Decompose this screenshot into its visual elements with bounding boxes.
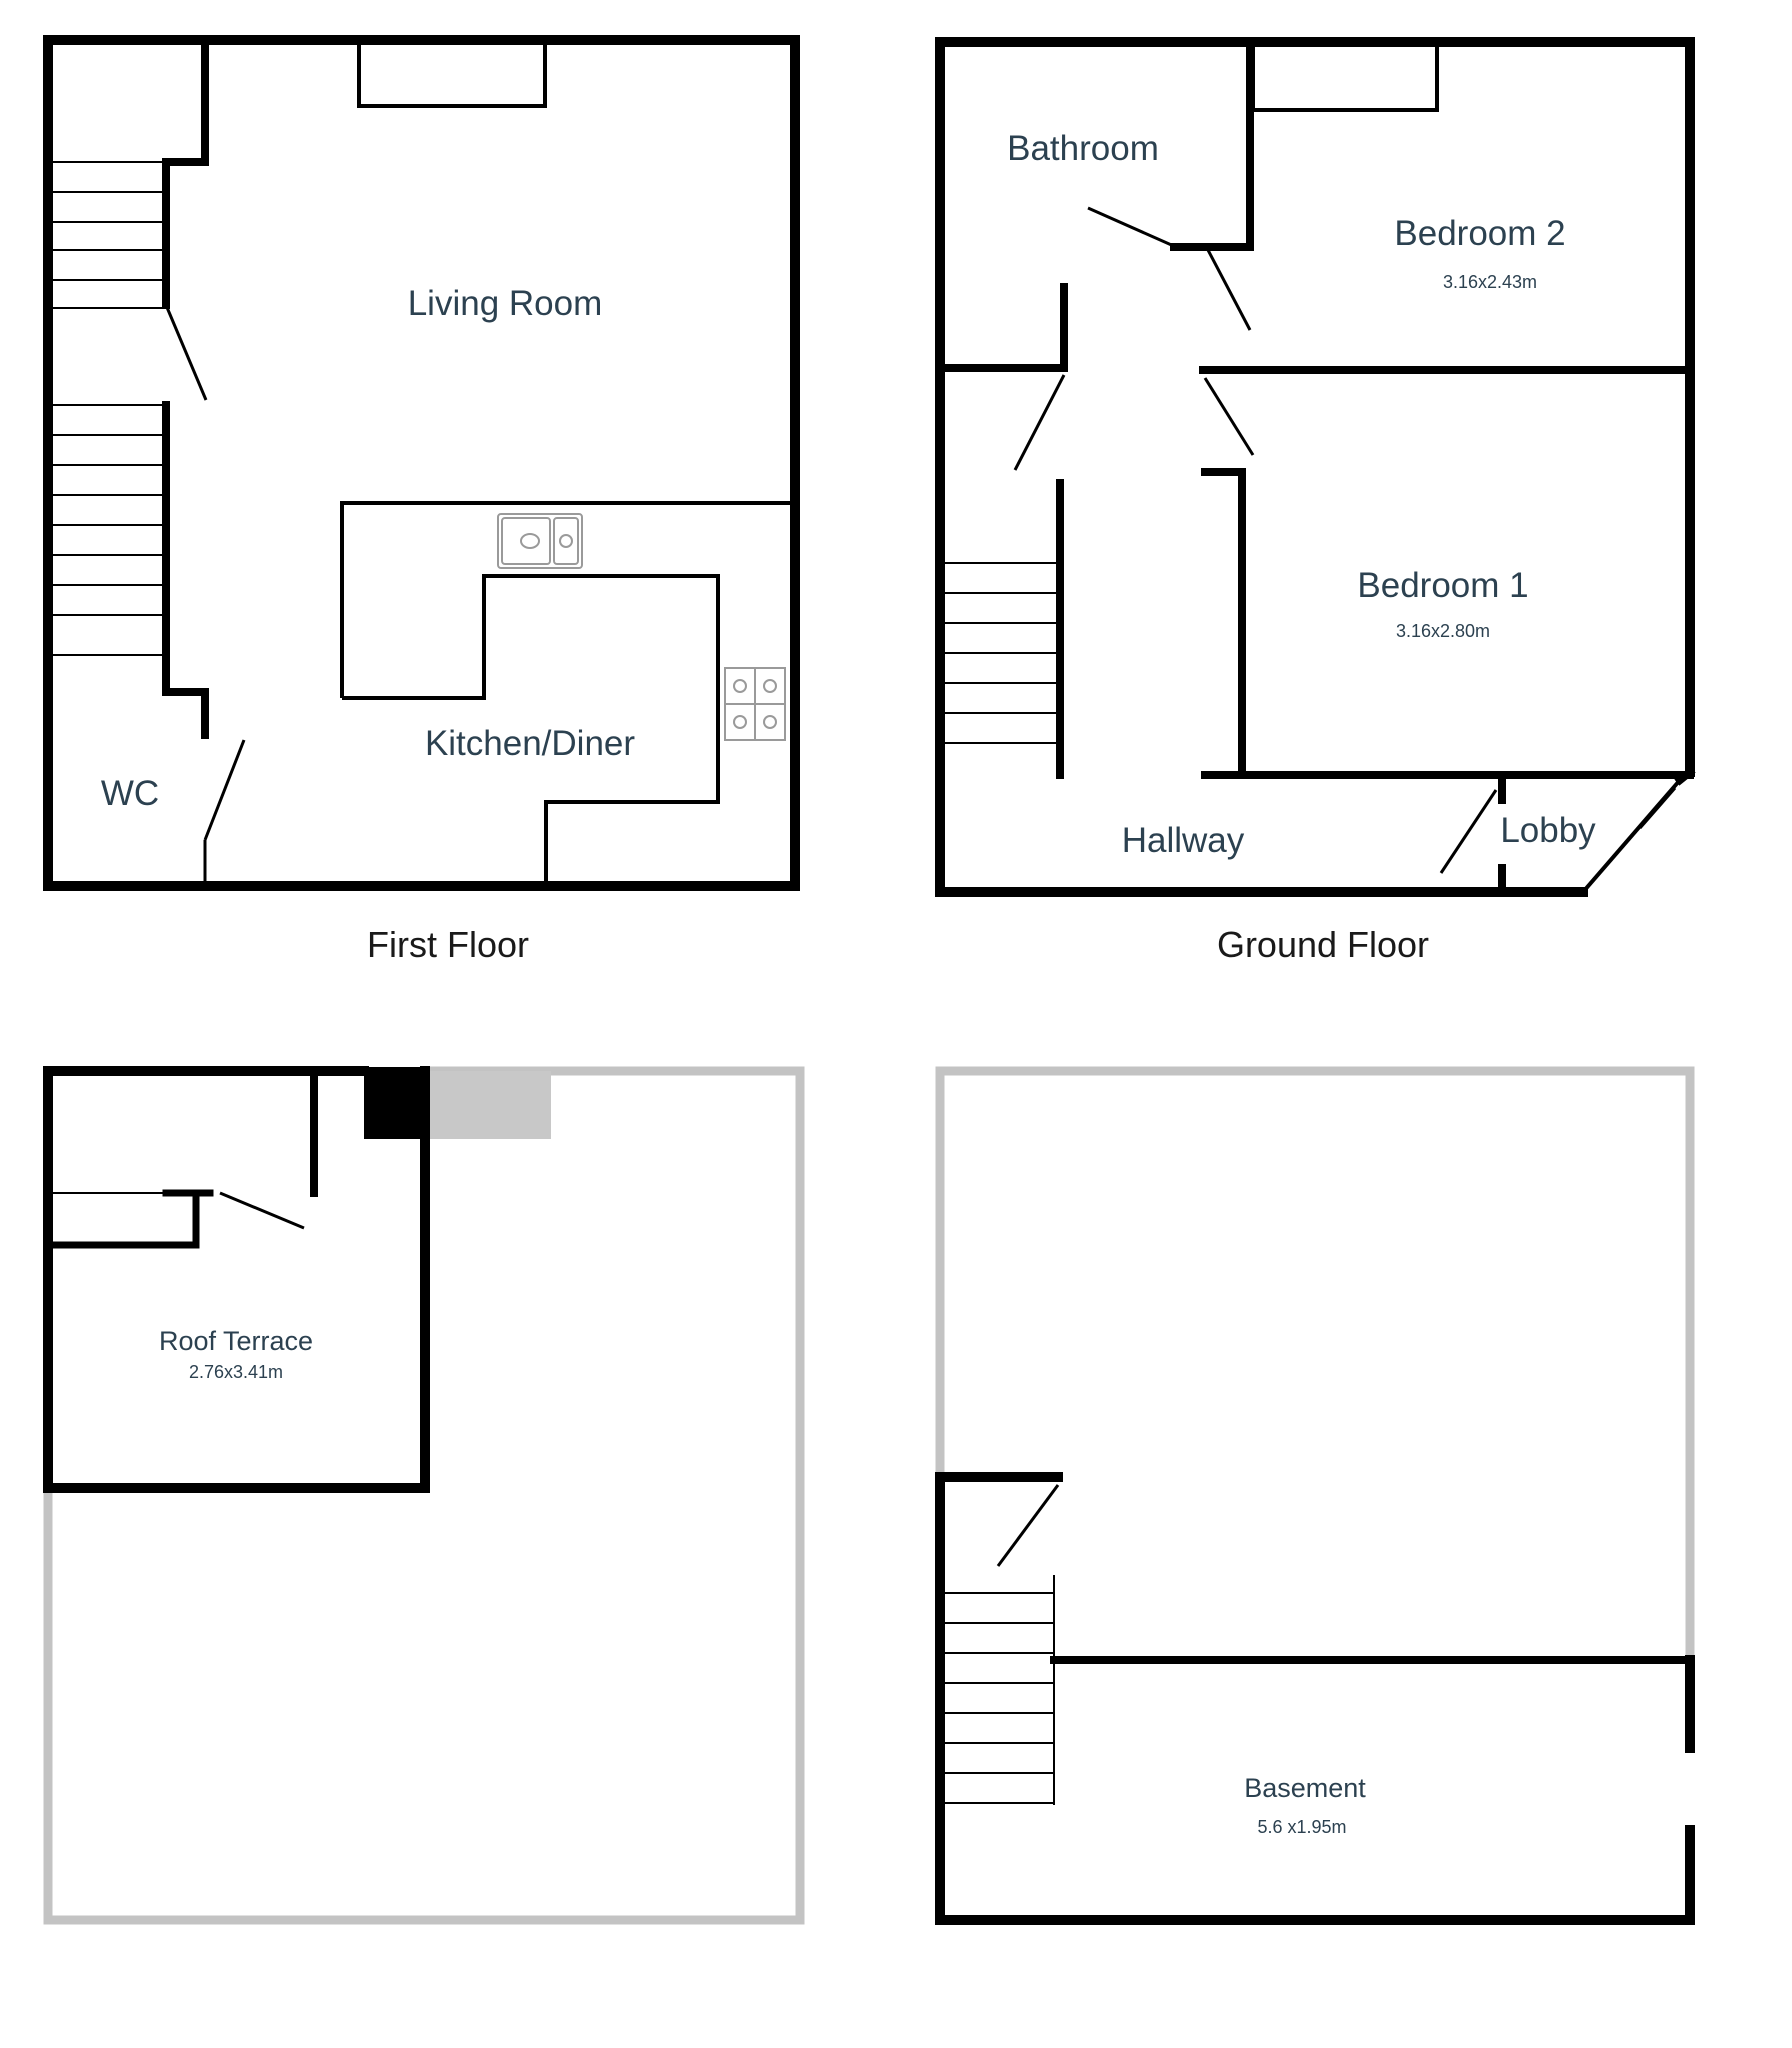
stairs [52, 404, 166, 656]
sink-icon [497, 513, 583, 569]
door-swing [203, 739, 246, 841]
roof-light [425, 1071, 551, 1139]
stairs [52, 161, 166, 309]
room-label-wc: WC [101, 774, 159, 813]
room-label-bathroom: Bathroom [1007, 129, 1159, 168]
room-label-basement: Basement [1244, 1773, 1366, 1803]
door-swing [164, 304, 208, 401]
basement-floor-plan: Basement 5.6 x1.95m [935, 1066, 1695, 1925]
stairs [944, 562, 1060, 744]
stairs [944, 1592, 1054, 1804]
room-label-bedroom-1: Bedroom 1 [1357, 566, 1528, 605]
room-label-bedroom-2: Bedroom 2 [1394, 214, 1565, 253]
room-label-living-room: Living Room [408, 284, 603, 323]
room-label-lobby: Lobby [1500, 811, 1596, 850]
chimney [364, 1067, 426, 1139]
floor-title-ground-floor: Ground Floor [1217, 924, 1429, 965]
room-label-roof-terrace: Roof Terrace [159, 1326, 313, 1356]
room-dims-roof-terrace: 2.76x3.41m [189, 1362, 283, 1382]
hob-icon [724, 667, 786, 741]
room-dims-bedroom-1: 3.16x2.80m [1396, 621, 1490, 641]
room-label-kitchen-diner: Kitchen/Diner [425, 724, 635, 763]
room-dims-basement: 5.6 x1.95m [1257, 1817, 1346, 1837]
ground-floor-plan: Bathroom Bedroom 2 3.16x2.43m Bedroom 1 … [935, 37, 1696, 965]
first-floor-plan: Living Room Kitchen/Diner WC First Floor [43, 35, 800, 965]
floor-title-first-floor: First Floor [367, 924, 529, 965]
room-label-hallway: Hallway [1122, 821, 1245, 860]
room-dims-bedroom-2: 3.16x2.43m [1443, 272, 1537, 292]
roof-floor-plan: Roof Terrace 2.76x3.41m [43, 1066, 805, 1925]
